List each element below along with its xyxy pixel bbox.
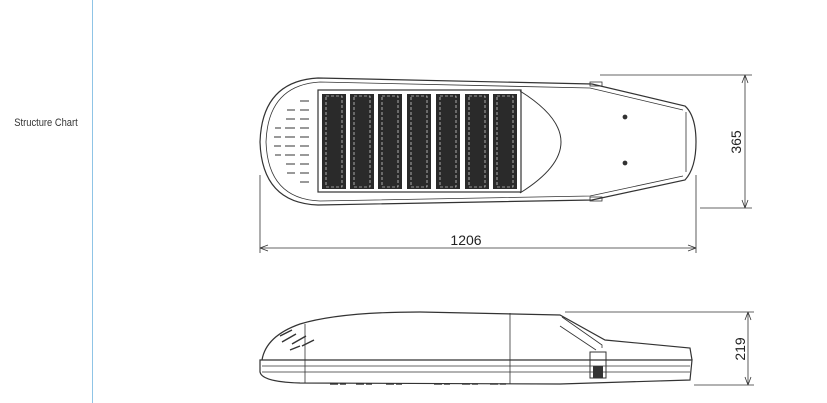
housing-outline-top (259, 77, 697, 206)
led-module-2 (350, 94, 374, 189)
led-module-4 (407, 94, 431, 189)
height-dimension (565, 311, 754, 386)
led-module-7 (493, 94, 517, 189)
clip-top (589, 81, 603, 87)
length-dimension (259, 175, 697, 253)
label-column: Structure Chart (0, 0, 92, 403)
mount-hole-2 (622, 160, 628, 166)
vent-slots (274, 100, 309, 183)
side-body-outline (259, 359, 693, 385)
side-view (259, 311, 693, 385)
led-module-6 (465, 94, 489, 189)
top-view (259, 77, 697, 206)
width-dimension-label: 365 (728, 130, 744, 154)
driver-compartment-arc (519, 90, 562, 194)
height-dimension-label: 219 (732, 337, 748, 361)
column-divider (92, 0, 93, 403)
led-array (317, 89, 522, 193)
length-dimension-label: 1206 (450, 232, 481, 248)
structure-chart-label: Structure Chart (14, 117, 78, 129)
led-module-3 (378, 94, 402, 189)
mount-hole-1 (622, 114, 628, 120)
housing-inner-outline-top (265, 81, 684, 202)
led-module-5 (436, 94, 460, 189)
clip-bottom (589, 196, 603, 202)
width-dimension (600, 74, 752, 209)
side-lid-outline (261, 311, 693, 361)
led-module-1 (322, 94, 346, 189)
